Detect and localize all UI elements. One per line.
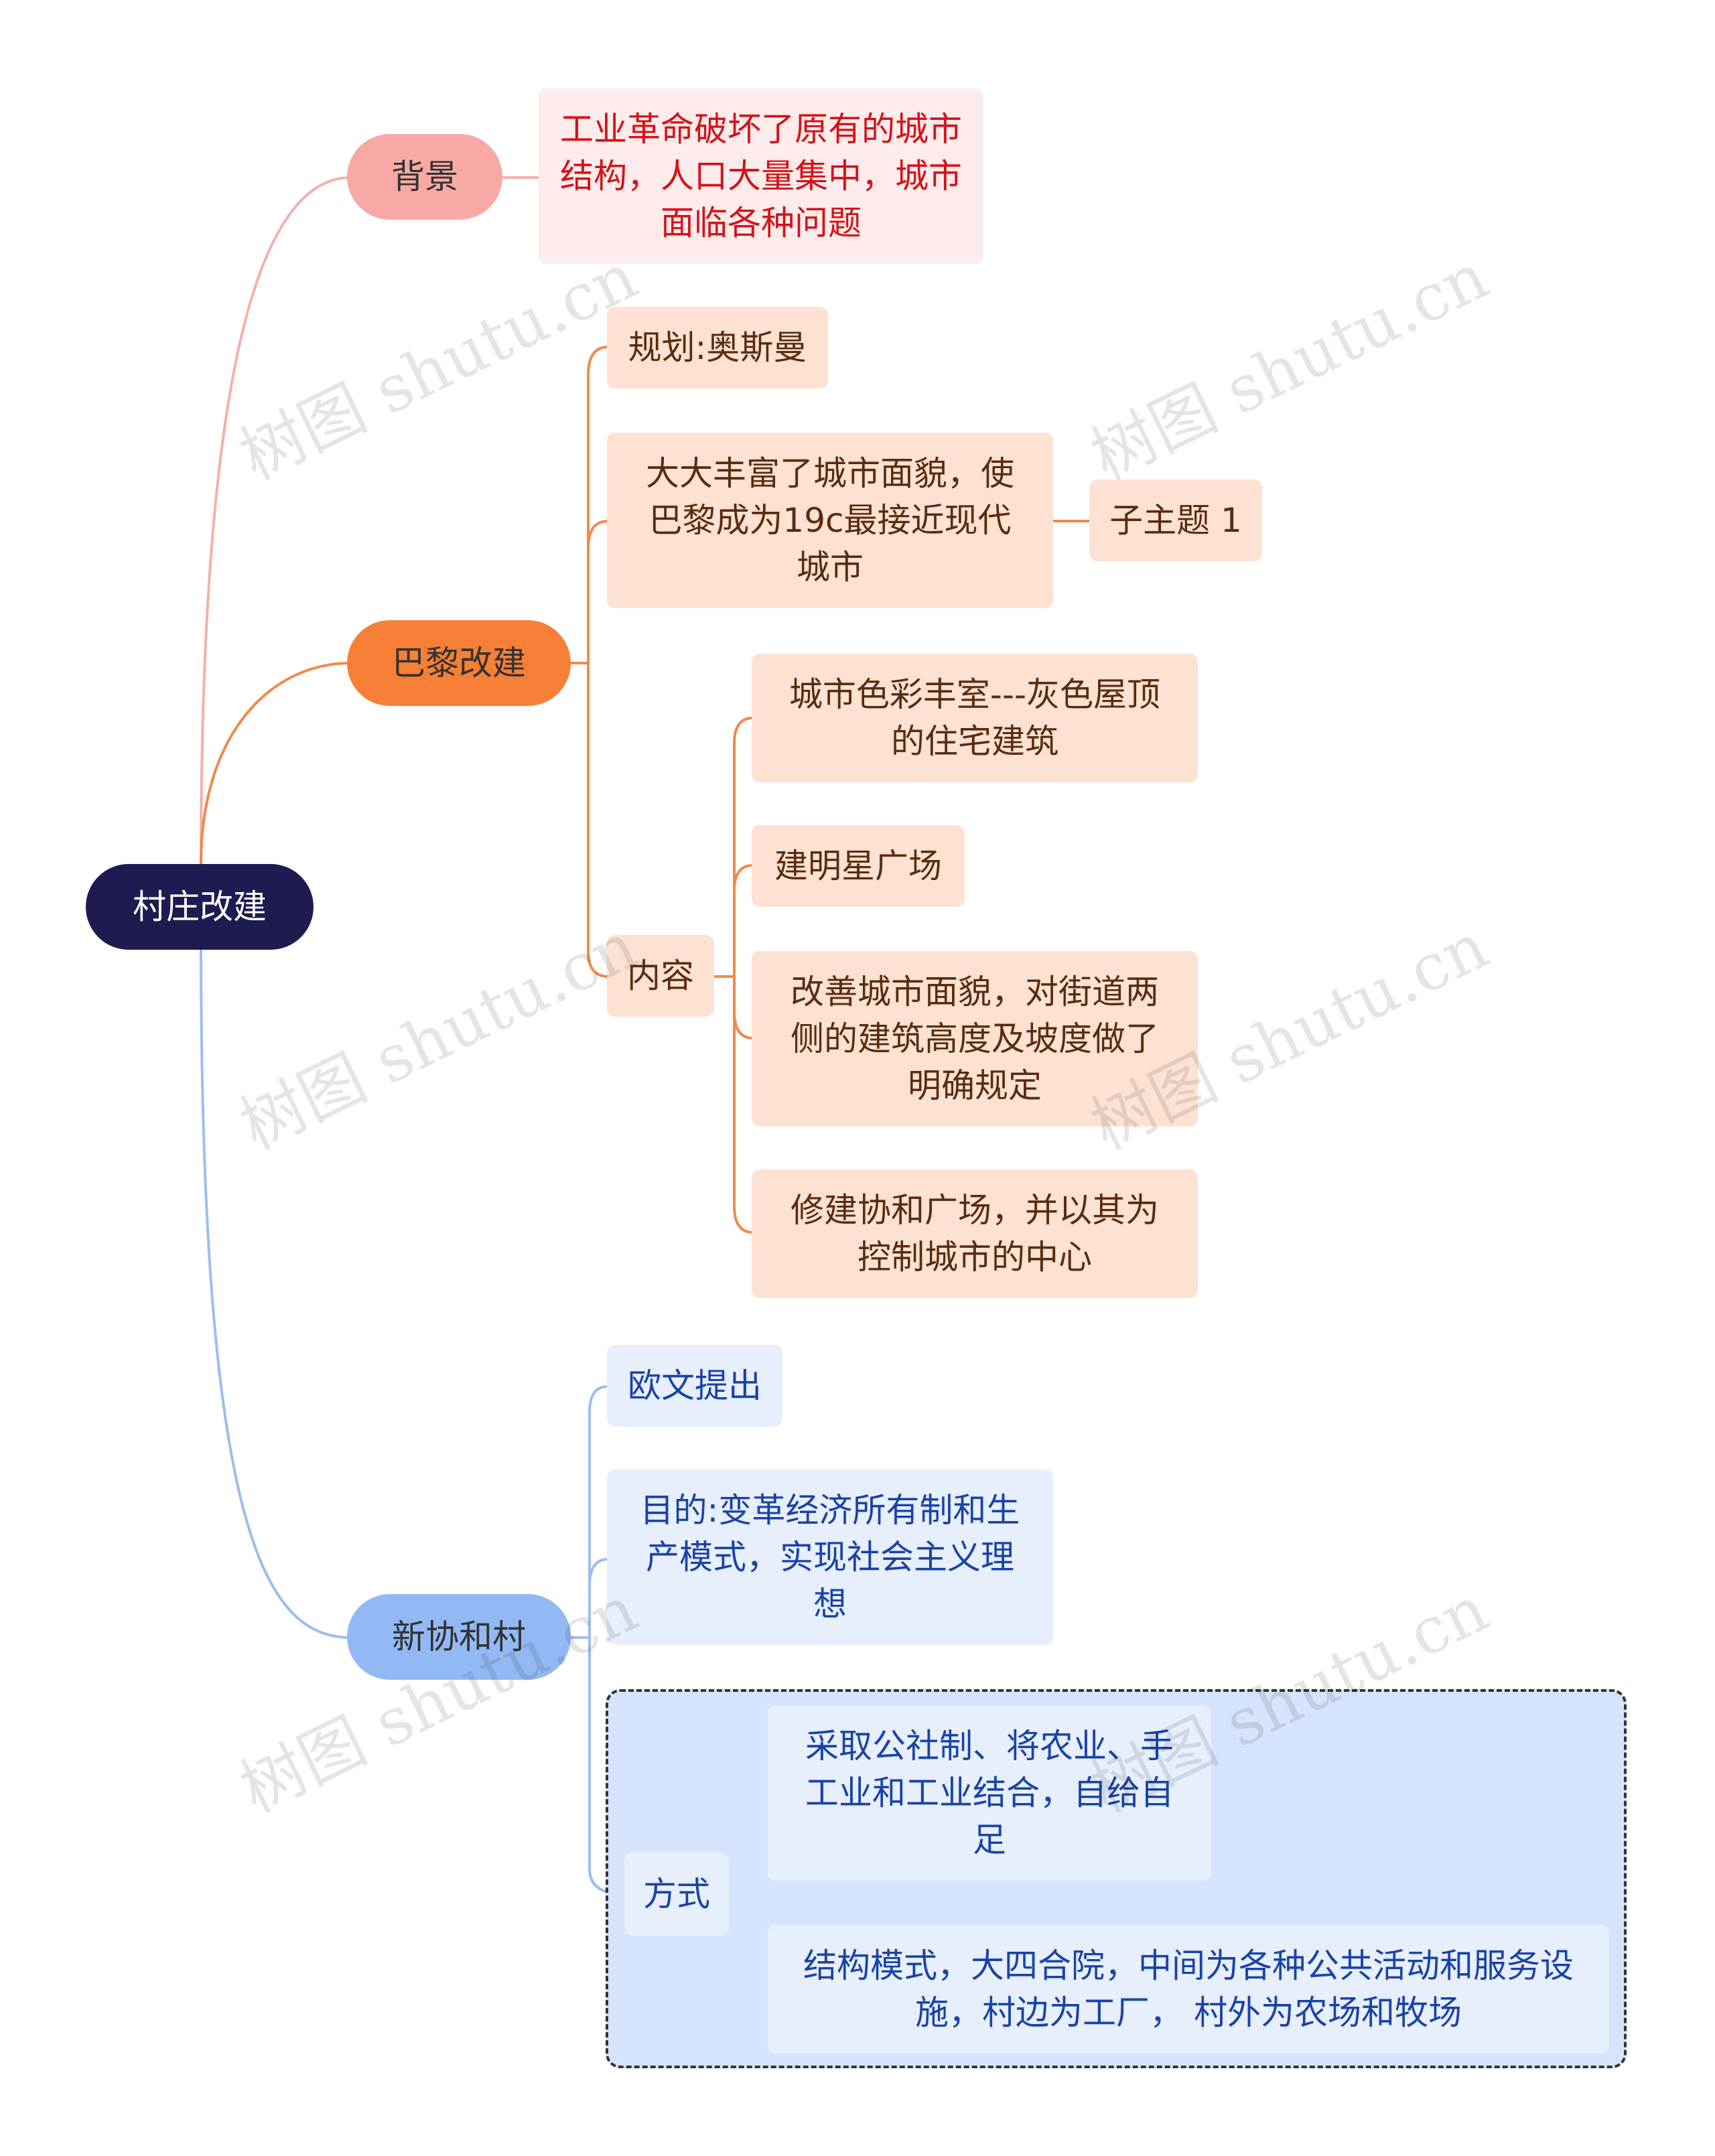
link-paris-impact: [587, 520, 609, 663]
link-village-purpose: [588, 1558, 609, 1638]
root-node[interactable]: 村庄改建: [86, 864, 314, 950]
background-detail[interactable]: 工业革命破坏了原有的城市结构，人口大量集中，城市面临各种问题: [539, 88, 983, 264]
link-content-star: [733, 864, 754, 977]
paris-impact-subtopic[interactable]: 子主题 1: [1089, 480, 1262, 561]
paris-planner[interactable]: 规划:奥斯曼: [607, 307, 828, 388]
paris-impact[interactable]: 大大丰富了城市面貌，使巴黎成为19c最接近现代城市: [607, 433, 1053, 608]
branch-background[interactable]: 背景: [347, 134, 502, 220]
link-paris-content: [587, 663, 609, 978]
content-building-height[interactable]: 改善城市面貌，对街道两侧的建筑高度及坡度做了明确规定: [752, 951, 1198, 1127]
branch-new-harmony[interactable]: 新协和村: [347, 1594, 571, 1680]
link-content-color: [733, 717, 754, 977]
harmony-purpose[interactable]: 目的:变革经济所有制和生产模式，实现社会主义理想: [607, 1469, 1053, 1645]
method-structure[interactable]: 结构模式，大四合院，中间为各种公共活动和服务设施，村边为工厂， 村外为农场和牧场: [768, 1925, 1609, 2054]
link-root-paris: [200, 662, 352, 865]
method-commune[interactable]: 采取公社制、将农业、手工业和工业结合，自给自足: [768, 1705, 1211, 1881]
link-content-height: [733, 977, 754, 1039]
link-root-background: [200, 176, 352, 865]
link-village-owen: [588, 1385, 609, 1638]
link-paris-planner: [587, 346, 609, 663]
harmony-method[interactable]: 方式: [624, 1853, 729, 1936]
content-roof-color[interactable]: 城市色彩丰室---灰色屋顶的住宅建筑: [752, 654, 1198, 782]
content-concorde-square[interactable]: 修建协和广场，并以其为控制城市的中心: [752, 1169, 1198, 1298]
link-root-village: [200, 944, 352, 1639]
harmony-proposer[interactable]: 欧文提出: [607, 1345, 782, 1427]
paris-content[interactable]: 内容: [607, 935, 714, 1017]
branch-paris-rebuild[interactable]: 巴黎改建: [347, 620, 571, 706]
link-content-concorde: [733, 977, 754, 1234]
content-star-square[interactable]: 建明星广场: [752, 825, 965, 907]
